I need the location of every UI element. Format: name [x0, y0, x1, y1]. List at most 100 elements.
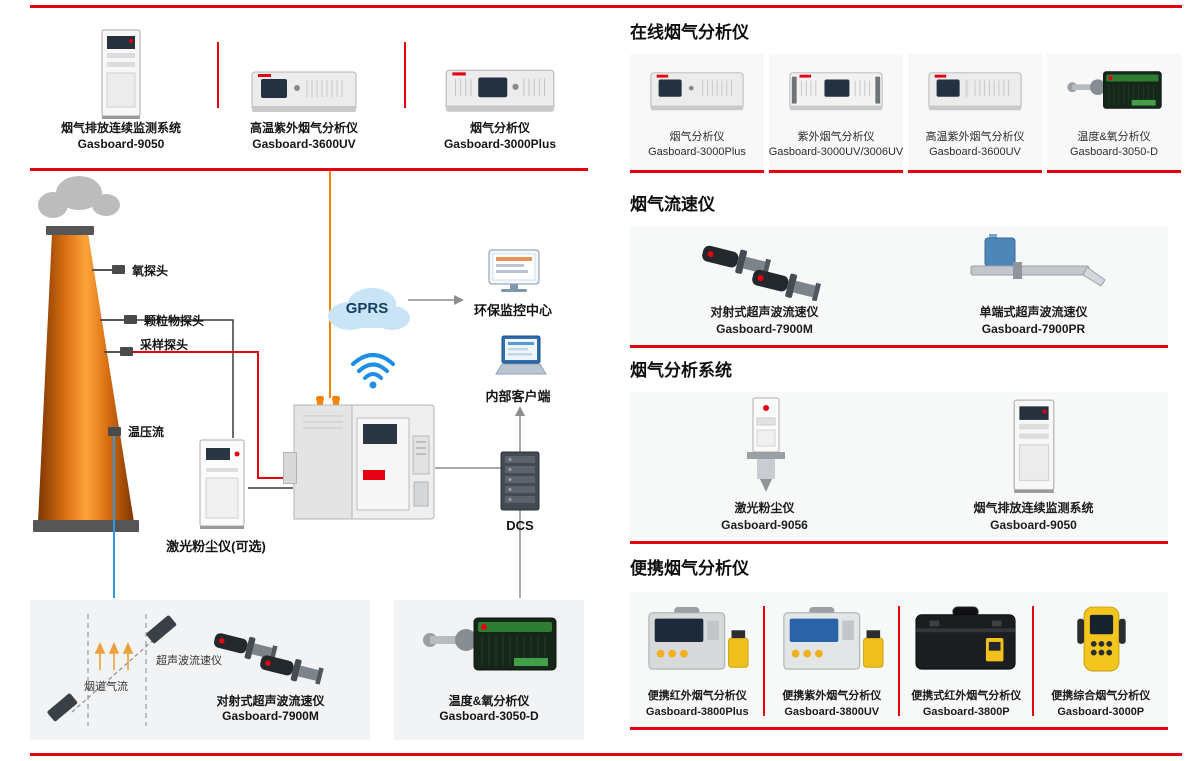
product-model: Gasboard-3000UV/3006UV: [768, 146, 904, 158]
cems-cabinet-image: [1010, 392, 1058, 500]
wifi-icon: [348, 344, 398, 390]
rack-analyzer-image: [927, 54, 1023, 130]
ultrasonic-label: 超声波流速仪: [156, 655, 222, 667]
product-model: Gasboard-7900M: [716, 322, 813, 336]
left-top-product-9050: 烟气排放连续监测系统 Gasboard-9050: [49, 26, 193, 152]
product-name: 烟气排放连续监测系统: [973, 501, 1094, 515]
handheld-analyzer-image: [1055, 592, 1147, 688]
chimney: [38, 233, 134, 522]
product-9050: 烟气排放连续监测系统 Gasboard-9050: [899, 392, 1168, 544]
rack-analyzer-image: [788, 54, 884, 130]
product-model: Gasboard-3600UV: [929, 146, 1021, 158]
cems-cabinet-image: [98, 26, 144, 120]
top-border-line: [30, 5, 1182, 8]
product-name: 对射式超声波流速仪: [710, 305, 819, 319]
product-name: 温度&氧分析仪: [1077, 131, 1151, 143]
section-title-velocity: 烟气流速仪: [630, 195, 715, 214]
rack-analyzer-image: [249, 26, 359, 120]
card-underline: [908, 170, 1042, 173]
card-underline: [630, 170, 764, 173]
left-top-product-3600uv: 高温紫外烟气分析仪 Gasboard-3600UV: [232, 26, 376, 152]
product-3000p: 便携综合烟气分析仪 Gasboard-3000P: [1034, 592, 1169, 730]
dust-probe-icon: [124, 315, 137, 324]
rack-analyzer-image: [441, 26, 559, 120]
product-name: 烟气排放连续监测系统: [60, 121, 181, 135]
product-name: 高温紫外烟气分析仪: [249, 121, 358, 135]
product-model: Gasboard-3600UV: [252, 137, 356, 151]
product-name: 便携综合烟气分析仪: [1051, 690, 1151, 702]
product-model: Gasboard-3050-D: [1069, 146, 1159, 158]
laptop-icon: [492, 334, 550, 380]
ultrasonic-flowmeter-pair-image: [700, 226, 830, 304]
temp-oxygen-analyzer-image: [414, 610, 564, 685]
cems-system-cabinet-image: [293, 395, 435, 523]
chimney-base: [33, 520, 139, 532]
product-card-3000plus: 烟气分析仪 Gasboard-3000Plus: [630, 54, 764, 173]
product-name: 便携紫外烟气分析仪: [782, 690, 882, 702]
product-7900pr: 单端式超声波流速仪 Gasboard-7900PR: [899, 226, 1168, 348]
product-name: 便携红外烟气分析仪: [647, 690, 747, 702]
section-underline: [630, 345, 1168, 348]
section-underline: [630, 541, 1168, 544]
online-analyzer-cards: 烟气分析仪 Gasboard-3000Plus 紫外烟气分析仪 Gasboard…: [630, 54, 1181, 173]
product-name: 激光粉尘仪: [734, 501, 795, 515]
product-9056: 激光粉尘仪 Gasboard-9056: [630, 392, 899, 544]
product-model: Gasboard-3000Plus: [443, 137, 557, 151]
oxygen-probe-icon: [112, 265, 125, 274]
section-title-online-analyzers: 在线烟气分析仪: [630, 23, 749, 42]
portable-analyzer-image: [776, 592, 888, 688]
probe-label: 采样探头: [140, 338, 189, 352]
divider: [404, 42, 406, 108]
product-name: 紫外烟气分析仪: [797, 131, 875, 143]
sampling-probe-icon: [120, 347, 133, 356]
product-model: Gasboard-3800P: [922, 706, 1010, 718]
temp-pressure-flow-probe-icon: [108, 427, 121, 436]
section-underline: [630, 727, 1168, 730]
product-card-3050d: 温度&氧分析仪 Gasboard-3050-D: [1047, 54, 1181, 173]
product-name: 烟气分析仪: [669, 131, 725, 143]
probe-label: 温压流: [128, 425, 165, 439]
product-name: 高温紫外烟气分析仪: [925, 131, 1025, 143]
portable-analyzer-image: [641, 592, 753, 688]
smoke-icon: [92, 194, 120, 216]
product-model: Gasboard-3800UV: [784, 706, 880, 718]
case-analyzer-image: [910, 592, 1022, 688]
ultrasonic-flowmeter-pair-image: [212, 616, 332, 686]
gprs-cloud-icon: [320, 278, 414, 338]
product-model: Gasboard-7900PR: [981, 322, 1086, 336]
divider: [763, 606, 765, 716]
product-card-3000uv: 紫外烟气分析仪 Gasboard-3000UV/3006UV: [769, 54, 903, 173]
card-underline: [1047, 170, 1181, 173]
monitor-center-label: 环保监控中心: [473, 303, 552, 318]
systems-section-box: 激光粉尘仪 Gasboard-9056 烟气排放连续监测系统 Gasboard-…: [630, 392, 1168, 544]
divider: [898, 606, 900, 716]
product-model: Gasboard-9056: [721, 518, 808, 532]
dcs-label: DCS: [506, 518, 534, 533]
bottom-border-line: [30, 753, 1182, 756]
section-title-systems: 烟气分析系统: [630, 361, 732, 380]
laser-dust-meter-image: [196, 438, 248, 530]
divider: [1032, 606, 1034, 716]
product-name: 便携式红外烟气分析仪: [911, 690, 1022, 702]
bottom-product-name: 对射式超声波流速仪: [216, 694, 325, 708]
laser-dust-analyzer-image: [733, 392, 797, 500]
chimney-top-cap: [46, 226, 94, 235]
monitor-icon: [486, 248, 542, 296]
bottom-product-name: 温度&氧分析仪: [448, 694, 530, 708]
left-section-underline: [30, 168, 588, 171]
product-model: Gasboard-3000Plus: [648, 146, 746, 158]
product-model: Gasboard-9050: [990, 518, 1077, 532]
product-model: Gasboard-9050: [77, 137, 165, 151]
product-3800uv: 便携紫外烟气分析仪 Gasboard-3800UV: [765, 592, 900, 730]
product-model: Gasboard-3800Plus: [645, 706, 749, 718]
product-3800plus: 便携红外烟气分析仪 Gasboard-3800Plus: [630, 592, 765, 730]
flue-flow-label: 烟道气流: [84, 681, 128, 693]
left-top-product-3000plus: 烟气分析仪 Gasboard-3000Plus: [420, 26, 580, 152]
bottom-product-model: Gasboard-7900M: [222, 709, 319, 723]
card-underline: [769, 170, 903, 173]
bottom-product-model: Gasboard-3050-D: [439, 709, 539, 723]
internal-client-label: 内部客户端: [485, 389, 551, 404]
divider: [217, 42, 219, 108]
laser-dust-meter-label: 激光粉尘仪(可选): [166, 539, 266, 554]
probe-label: 氧探头: [132, 264, 169, 278]
